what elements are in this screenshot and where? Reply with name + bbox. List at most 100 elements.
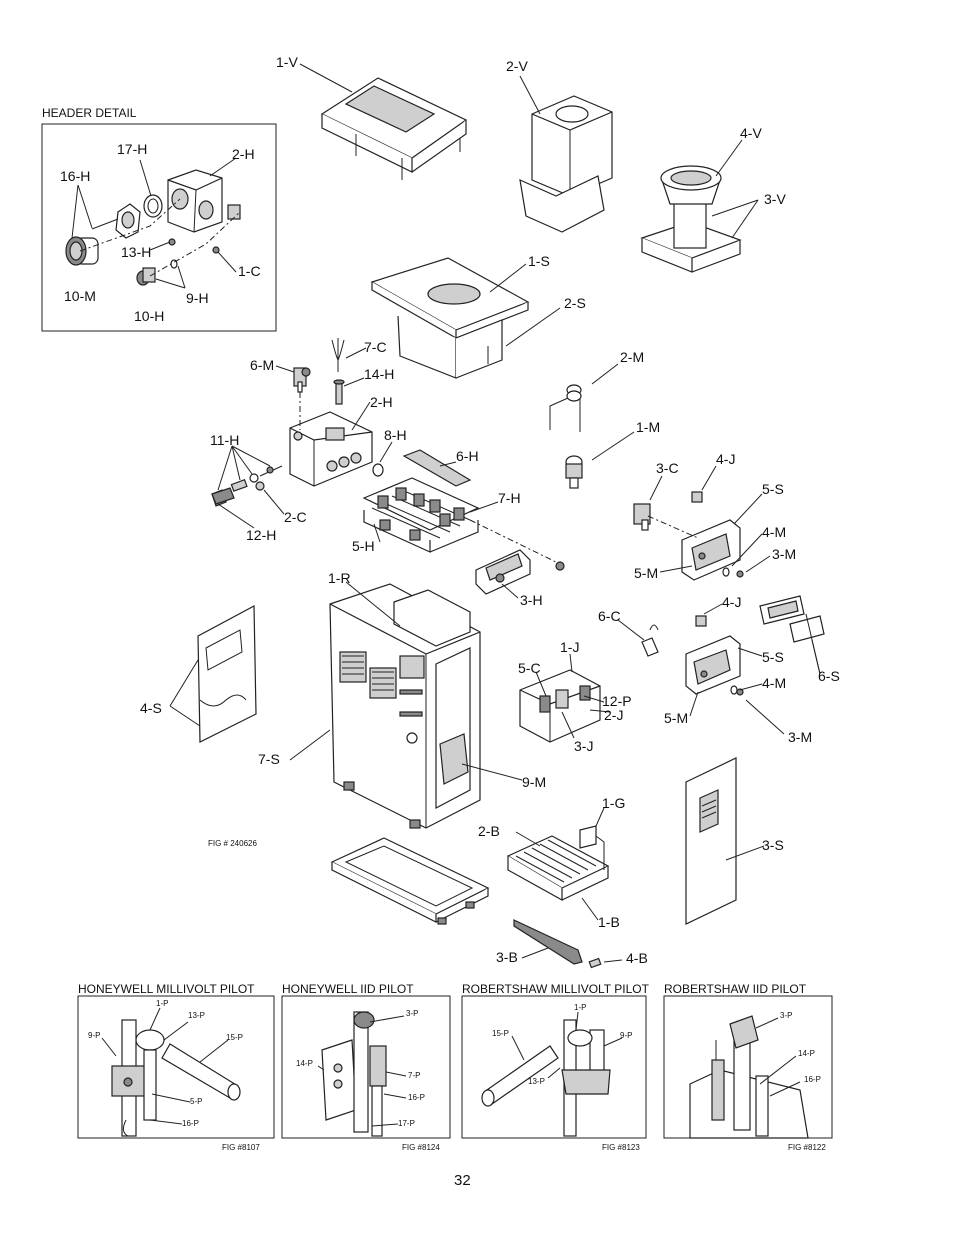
pilot-1-title: HONEYWELL MILLIVOLT PILOT xyxy=(78,982,255,996)
label-4j-upper: 4-J xyxy=(716,451,735,467)
pilot-3-label-b: 15-P xyxy=(492,1029,509,1038)
header-2h xyxy=(289,411,373,487)
pilot-4-fig: FIG #8122 xyxy=(788,1143,826,1152)
pilot-honeywell-millivolt: HONEYWELL MILLIVOLT PILOT 1-P 13-P 9-P 1… xyxy=(77,982,275,1152)
label-5h: 5-H xyxy=(352,538,375,554)
pilot-2-label-e: 17-P xyxy=(398,1119,415,1128)
control-1m xyxy=(565,455,583,489)
label-3j: 3-J xyxy=(574,738,593,754)
label-6c: 6-C xyxy=(598,608,621,624)
label-10h: 10-H xyxy=(134,308,164,324)
header-detail-frame xyxy=(41,123,277,332)
label-2c: 2-C xyxy=(284,509,307,525)
pilot-1-fig: FIG #8107 xyxy=(222,1143,260,1152)
header-detail: HEADER DETAIL xyxy=(41,106,277,332)
label-2b: 2-B xyxy=(478,823,500,839)
label-5s-lower: 5-S xyxy=(762,649,784,665)
pilot-1-label-e: 5-P xyxy=(190,1097,202,1106)
label-2s: 2-S xyxy=(564,295,586,311)
label-6m: 6-M xyxy=(250,357,274,373)
label-3c: 3-C xyxy=(656,460,679,476)
heat-exchanger-5h xyxy=(362,477,480,553)
pilot-1-label-c: 9-P xyxy=(88,1031,100,1040)
label-3h: 3-H xyxy=(520,592,543,608)
label-12h: 12-H xyxy=(246,527,276,543)
label-6h: 6-H xyxy=(456,448,479,464)
label-13h: 13-H xyxy=(121,244,151,260)
flue-collector-1s-2s xyxy=(370,257,530,379)
figure-number: FIG # 240626 xyxy=(208,839,257,848)
label-1g: 1-G xyxy=(602,795,625,811)
label-5c: 5-C xyxy=(518,660,541,676)
pilot-robertshaw-millivolt: ROBERTSHAW MILLIVOLT PILOT 1-P 15-P 9-P … xyxy=(461,982,650,1152)
label-12p: 12-P xyxy=(602,693,632,709)
label-2v: 2-V xyxy=(506,58,528,74)
pilot-1-label-d: 15-P xyxy=(226,1033,243,1042)
pilot-2-title: HONEYWELL IID PILOT xyxy=(282,982,414,996)
label-5m-upper: 5-M xyxy=(634,565,658,581)
vent-adapter-2v xyxy=(519,95,613,233)
label-4s: 4-S xyxy=(140,700,162,716)
label-11h: 11-H xyxy=(210,432,239,448)
label-1c: 1-C xyxy=(238,263,261,279)
label-4b: 4-B xyxy=(626,950,648,966)
control-panel-upper xyxy=(633,491,744,581)
pilot-3-title: ROBERTSHAW MILLIVOLT PILOT xyxy=(462,982,650,996)
pilot-2-label-b: 14-P xyxy=(296,1059,313,1068)
pilot-2-fig: FIG #8124 xyxy=(402,1143,440,1152)
label-9m: 9-M xyxy=(522,774,546,790)
label-5s-upper: 5-S xyxy=(762,481,784,497)
pilot-4-label-a: 3-P xyxy=(780,1011,792,1020)
plug-12h xyxy=(211,487,235,505)
o-ring-8h xyxy=(372,463,384,477)
label-17h: 17-H xyxy=(117,141,147,157)
pilot-2-label-c: 7-P xyxy=(408,1071,420,1080)
front-door-3s xyxy=(685,757,737,925)
pilot-3-label-a: 1-P xyxy=(574,1003,586,1012)
pilot-4-label-c: 16-P xyxy=(804,1075,821,1084)
label-10m: 10-M xyxy=(64,288,96,304)
label-4j-lower: 4-J xyxy=(722,594,741,610)
label-7c: 7-C xyxy=(364,339,387,355)
junction-box-1j xyxy=(519,669,601,743)
valve-6m xyxy=(293,367,311,393)
label-14h: 14-H xyxy=(364,366,394,382)
label-1r: 1-R xyxy=(328,570,351,586)
pilot-robertshaw-iid: ROBERTSHAW IID PILOT 3-P 14-P 16-P FIG #… xyxy=(663,982,833,1152)
label-2m: 2-M xyxy=(620,349,644,365)
label-4v: 4-V xyxy=(740,125,762,141)
label-1m: 1-M xyxy=(636,419,660,435)
header-detail-title: HEADER DETAIL xyxy=(42,106,137,120)
bolt-14h xyxy=(335,381,343,405)
label-4m-lower: 4-M xyxy=(762,675,786,691)
adapter-10m xyxy=(65,236,99,266)
orifice-4b xyxy=(588,957,602,969)
label-5m-lower: 5-M xyxy=(664,710,688,726)
sensor-2m xyxy=(549,384,582,432)
label-7s: 7-S xyxy=(258,751,280,767)
pilot-1-label-a: 1-P xyxy=(156,999,168,1008)
label-7h: 7-H xyxy=(498,490,521,506)
label-6s: 6-S xyxy=(818,668,840,684)
label-2j: 2-J xyxy=(604,707,623,723)
label-3b: 3-B xyxy=(496,949,518,965)
sensor-7c xyxy=(331,338,345,372)
pilot-tube-3b xyxy=(513,919,583,965)
label-8h: 8-H xyxy=(384,427,407,443)
label-9h: 9-H xyxy=(186,290,209,306)
label-3m-lower: 3-M xyxy=(788,729,812,745)
label-1b: 1-B xyxy=(598,914,620,930)
plug-10h xyxy=(136,267,156,286)
header-casting xyxy=(167,169,241,233)
label-4m-upper: 4-M xyxy=(762,524,786,540)
label-1j: 1-J xyxy=(560,639,579,655)
label-3v: 3-V xyxy=(764,191,786,207)
pilot-2-label-a: 3-P xyxy=(406,1009,418,1018)
base-pan xyxy=(330,837,490,925)
burner-tray-1b xyxy=(506,825,610,902)
label-16h: 16-H xyxy=(60,168,90,184)
label-3s: 3-S xyxy=(762,837,784,853)
control-panel-lower xyxy=(641,595,825,696)
pilot-honeywell-iid: HONEYWELL IID PILOT 3-P 14-P 7-P 16-P 17… xyxy=(281,982,451,1152)
